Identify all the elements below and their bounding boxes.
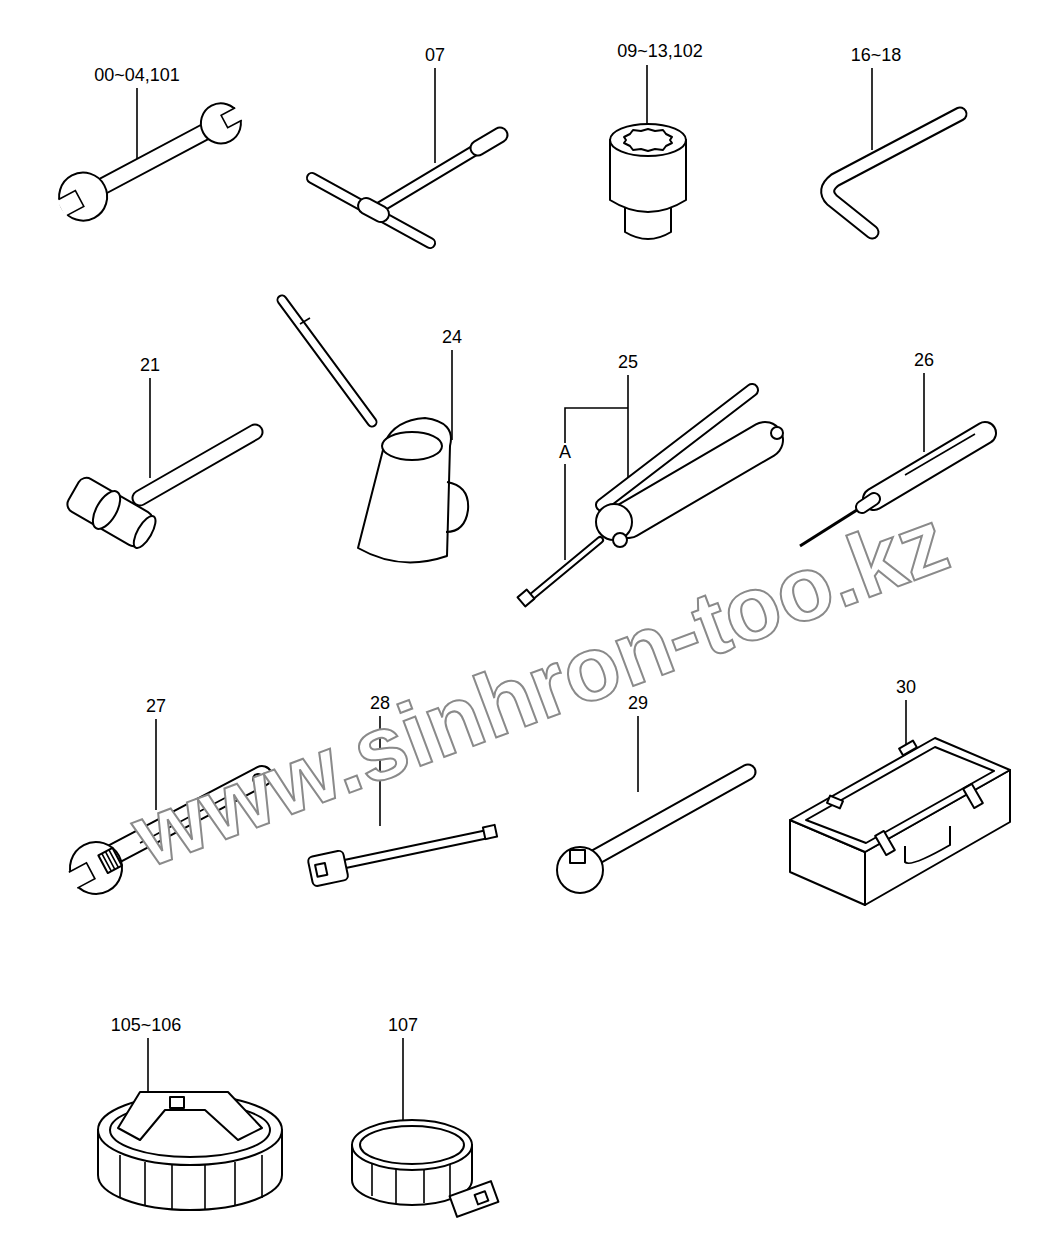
callout-letter: A: [557, 443, 573, 463]
callout-number: 107: [386, 1016, 420, 1036]
callout-number: 30: [894, 678, 918, 698]
watermark: www.sinhron-too.kz: [122, 494, 959, 882]
ratchet-handle: [557, 772, 748, 893]
callout-number: 09~13,102: [615, 42, 705, 62]
hammer: [63, 432, 255, 554]
filter-wrench: [98, 1092, 282, 1210]
callout-number: 27: [144, 697, 168, 717]
filter-wrench: [352, 1120, 498, 1217]
callout-number: 07: [423, 46, 447, 66]
callout-number: 26: [912, 351, 936, 371]
oil-can: [282, 300, 468, 562]
callout-number: 105~106: [109, 1016, 184, 1036]
callout-number: 16~18: [849, 46, 904, 66]
t-handle-wrench: [312, 135, 500, 243]
callout-number: 21: [138, 356, 162, 376]
extension-bar: [307, 825, 497, 887]
callout-number: 24: [440, 328, 464, 348]
tool-box: [790, 738, 1010, 905]
socket: [610, 124, 686, 239]
hex-key: [828, 114, 960, 232]
spanner: [50, 92, 252, 230]
callout-number: 00~04,101: [92, 66, 182, 86]
callout-number: 25: [616, 353, 640, 373]
